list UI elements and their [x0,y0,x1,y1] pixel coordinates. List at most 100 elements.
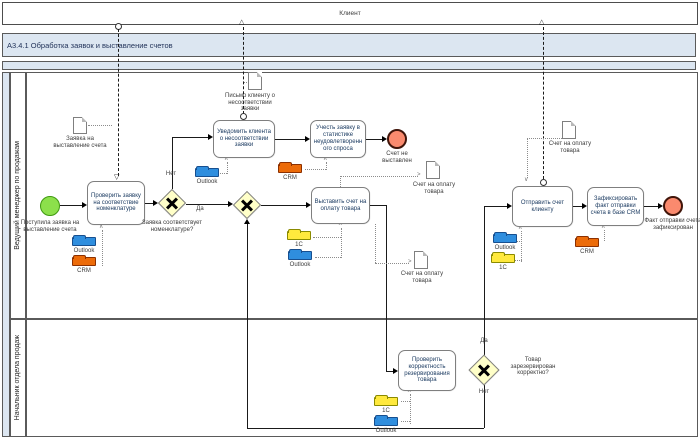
flow-notify-to-record [275,139,306,140]
outlook-icon[interactable] [374,415,398,426]
1c-icon[interactable] [374,395,398,406]
crm-label: CRM [283,175,297,181]
client-pool-label: Клиент [339,10,361,17]
lane-sales-manager-label: Ведущий менеджер по продажам [14,141,22,250]
document-invoice-icon[interactable] [426,161,440,179]
1c-icon[interactable] [287,229,311,240]
assoc-arrow-up-icon: ∧ [407,388,412,394]
flow-arrow-icon [382,136,387,142]
assoc-arrow-up-icon: ∧ [601,224,606,230]
assoc-arrow-right-icon: > [408,259,412,265]
assoc-issue-invoice-v [340,176,341,187]
crm-icon[interactable] [278,162,302,173]
task-check-request[interactable]: Проверить заявку на соответствие номенкл… [87,181,145,225]
outlook-icon[interactable] [288,249,312,260]
message-open-arrow-down-icon: ▽ [114,174,120,181]
message-send-to-client [543,27,544,179]
flow-arrow-icon [393,368,398,374]
outlook-label: Outlook [375,428,397,434]
assoc-arrow-right-icon: > [417,172,421,178]
assoc-arrow-up-icon: ∧ [323,156,328,162]
assoc-systems-reservation [410,394,411,424]
flow-gw1-yes [186,204,229,205]
document-letter-icon[interactable] [248,72,262,90]
flow-arrow-icon [305,136,310,142]
end-event-not-issued[interactable] [387,129,407,149]
outlook-icon[interactable] [195,166,219,177]
document-invoice-label: Счет на оплату товара [412,182,456,195]
gateway-goods-reserved[interactable] [468,354,500,386]
flow-arrow-icon [228,201,233,207]
outlook-icon[interactable] [493,232,517,243]
1c-label: 1С [382,408,390,414]
assoc-arrow-down-icon: ∨ [524,177,529,183]
assoc-arrow-up-icon: ∧ [518,225,523,231]
end-event-registered[interactable] [663,196,683,216]
1c-label: 1С [499,265,507,271]
assoc-invoice-send-v [527,138,528,178]
task-send-invoice[interactable]: Отправить счет клиенту [512,186,573,227]
outlook-label: Outlook [196,179,218,185]
task-record-stat[interactable]: Учесть заявку в статистике неудовлетворе… [310,120,366,158]
outlook-label: Outlook [73,248,95,254]
assoc-systems-issue [341,228,342,258]
assoc-issue-invoice-h [340,176,418,177]
assoc-crm-record [326,162,327,170]
assoc-letter-doc [244,82,249,83]
document-invoice-icon[interactable] [562,121,576,139]
flow-check-to-gw1 [145,203,154,204]
document-request-label: Заявка на выставление счета [53,136,107,149]
assoc-outlook-issue-h [315,257,341,258]
task-issue-invoice[interactable]: Выставить счет на оплату товара [311,187,370,224]
lane-sales-head-body [26,319,698,437]
crm-label: CRM [77,268,91,274]
message-notify-to-client [243,27,244,114]
gateway-request-matches[interactable] [157,188,187,218]
assoc-systems-check [102,230,103,266]
lane-sales-head-header[interactable]: Начальник отдела продаж [10,319,26,437]
assoc-arrow-up-icon: ∧ [224,156,229,162]
1c-icon[interactable] [491,252,515,263]
assoc-1c-send-h [515,260,522,261]
process-title-bar[interactable]: А3.4.1 Обработка заявок и выставление сч… [2,33,696,57]
flow-register-to-end [644,206,659,207]
task-notify-client[interactable]: Уведомить клиента о несоответствии заявк… [213,120,275,158]
document-request-icon[interactable] [73,117,87,134]
gateway-merge[interactable] [232,190,262,220]
assoc-crm-register [604,230,605,241]
end-event-not-issued-label: Счет не выставлен [382,151,412,164]
flow-arrow-icon [82,202,87,208]
task-send-invoice-label: Отправить счет клиенту [520,199,565,213]
flow-gw3-yes-h [484,206,508,207]
message-open-arrow-up-icon: △ [539,19,545,26]
task-record-stat-label: Учесть заявку в статистике неудовлетворе… [313,125,363,152]
flow-issue-down [386,205,387,371]
client-pool[interactable]: Клиент [2,2,698,25]
start-event[interactable] [40,196,60,216]
assoc-issue-invoice2-h [375,263,409,264]
flow-arrow-icon [244,219,250,224]
assoc-1c-reservation-h [401,401,410,402]
1c-label: 1С [295,242,303,248]
flow-issue-right [370,205,386,206]
flow-no-loop-up [247,223,248,428]
task-register-fact[interactable]: Зафиксировать факт отправки счета в базе… [587,187,644,226]
crm-icon[interactable] [575,236,599,247]
task-check-reservation[interactable]: Проверить корректность резервирования то… [398,350,456,391]
flow-record-to-end [366,139,383,140]
crm-icon[interactable] [72,255,96,266]
assoc-arrow-up-icon: ∧ [99,224,104,230]
outlook-label: Outlook [289,262,311,268]
assoc-1c-issue-h [313,237,341,238]
no-branch-label: Нет [165,171,177,177]
assoc-invoice-send-h [527,138,562,139]
flow-arrow-icon [153,200,158,206]
message-source-circle-icon [540,179,547,186]
task-check-reservation-label: Проверить корректность резервирования то… [404,356,450,384]
assoc-crm-record-h [305,169,326,170]
outlook-icon[interactable] [72,235,96,246]
assoc-outlook-notify-h [220,173,227,174]
document-invoice-icon[interactable] [414,251,428,269]
lane-sales-manager-header[interactable]: Ведущий менеджер по продажам [10,72,26,319]
